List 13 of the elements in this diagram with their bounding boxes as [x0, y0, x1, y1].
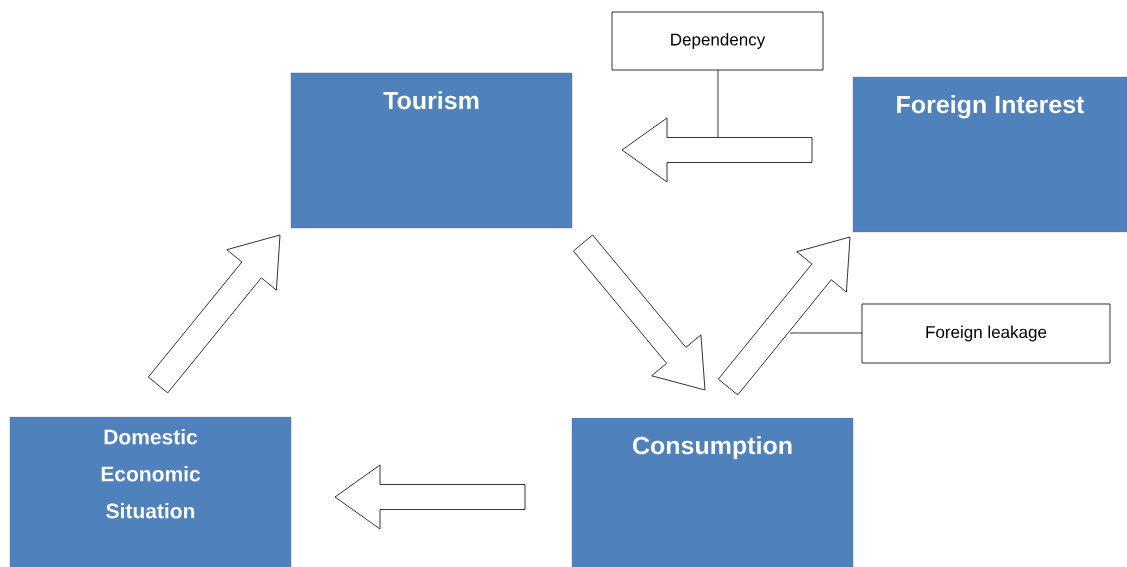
block-arrow — [573, 234, 706, 391]
process-box: Foreign Interest — [852, 76, 1127, 233]
process-box: Domestic Economic Situation — [9, 416, 292, 567]
text-box: Foreign leakage — [861, 303, 1111, 364]
leader-line — [789, 332, 863, 334]
block-arrow — [621, 117, 813, 183]
leader-line — [717, 69, 719, 138]
block-arrow — [334, 464, 526, 530]
block-arrow — [717, 236, 851, 396]
block-arrow — [147, 234, 281, 394]
process-box: Tourism — [290, 72, 573, 229]
process-box: Consumption — [571, 417, 854, 567]
text-box: Dependency — [611, 11, 824, 71]
